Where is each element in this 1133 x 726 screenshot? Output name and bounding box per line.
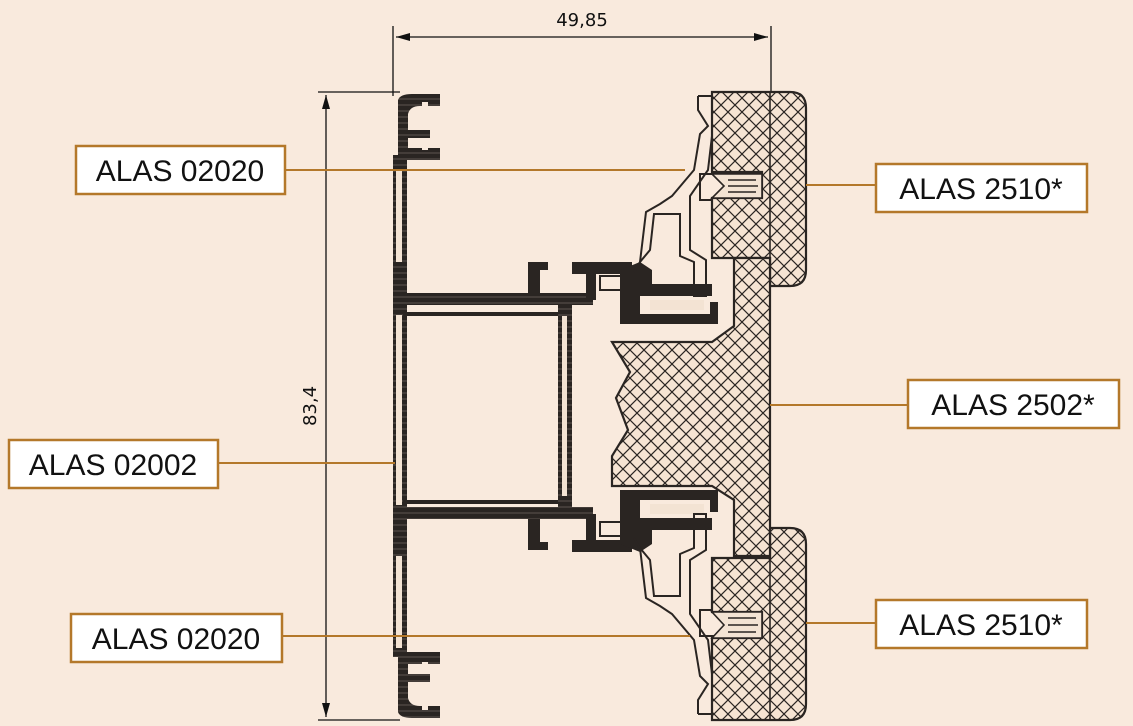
callout-top-right: ALAS 2510* xyxy=(874,162,1089,214)
height-dimension: 83,4 xyxy=(300,91,400,721)
callout-top-right-label: ALAS 2510* xyxy=(899,173,1063,206)
callout-middle-right: ALAS 2502* xyxy=(906,378,1121,430)
top-gasket xyxy=(710,90,808,288)
aluminium-profile xyxy=(393,94,718,718)
callout-bottom-right: ALAS 2510* xyxy=(874,598,1089,650)
width-dimension: 49,85 xyxy=(392,10,772,96)
callout-bottom-left-label: ALAS 02020 xyxy=(92,623,260,656)
height-dimension-label: 83,4 xyxy=(300,386,321,426)
leader-lines xyxy=(218,169,908,637)
callout-bottom-right-label: ALAS 2510* xyxy=(899,609,1063,642)
central-insert xyxy=(610,256,772,558)
callout-middle-left-label: ALAS 02002 xyxy=(29,449,197,482)
callout-middle-right-label: ALAS 2502* xyxy=(931,389,1095,422)
bottom-gasket xyxy=(710,526,808,722)
callout-top-left: ALAS 02020 xyxy=(74,144,287,196)
callout-middle-left: ALAS 02002 xyxy=(7,438,220,490)
width-dimension-label: 49,85 xyxy=(556,10,608,31)
callout-bottom-left: ALAS 02020 xyxy=(69,612,284,664)
callout-top-left-label: ALAS 02020 xyxy=(96,155,264,188)
